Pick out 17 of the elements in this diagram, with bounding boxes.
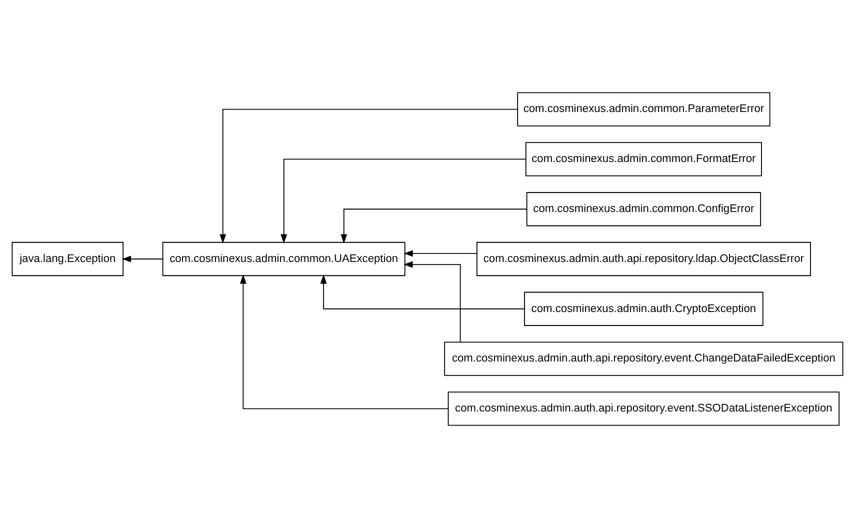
arrow (240, 274, 449, 410)
node-box: com.cosminexus.admin.auth.CryptoException (524, 292, 764, 326)
node-box: com.cosminexus.admin.auth.api.repository.event.ChangeDataFailedException (444, 342, 844, 376)
arrow (280, 158, 526, 244)
node-box: com.cosminexus.admin.common.FormatError (525, 142, 762, 176)
node-box: com.cosminexus.admin.auth.api.repository.event.SSODataListenerException (448, 392, 840, 426)
arrow (404, 261, 461, 342)
node-box: java.lang.Exception (12, 242, 124, 276)
arrow (404, 250, 478, 257)
arrow (340, 208, 527, 244)
node-box: com.cosminexus.admin.common.ParameterError (517, 92, 770, 126)
arrow (122, 256, 164, 262)
arrow (220, 108, 518, 244)
node-box: com.cosminexus.admin.auth.api.repository.ldap.ObjectClassError (476, 242, 811, 276)
node-box: com.cosminexus.admin.common.ConfigError (526, 192, 762, 226)
node-box: com.cosminexus.admin.common.UAException (162, 242, 406, 276)
arrow (320, 274, 525, 310)
